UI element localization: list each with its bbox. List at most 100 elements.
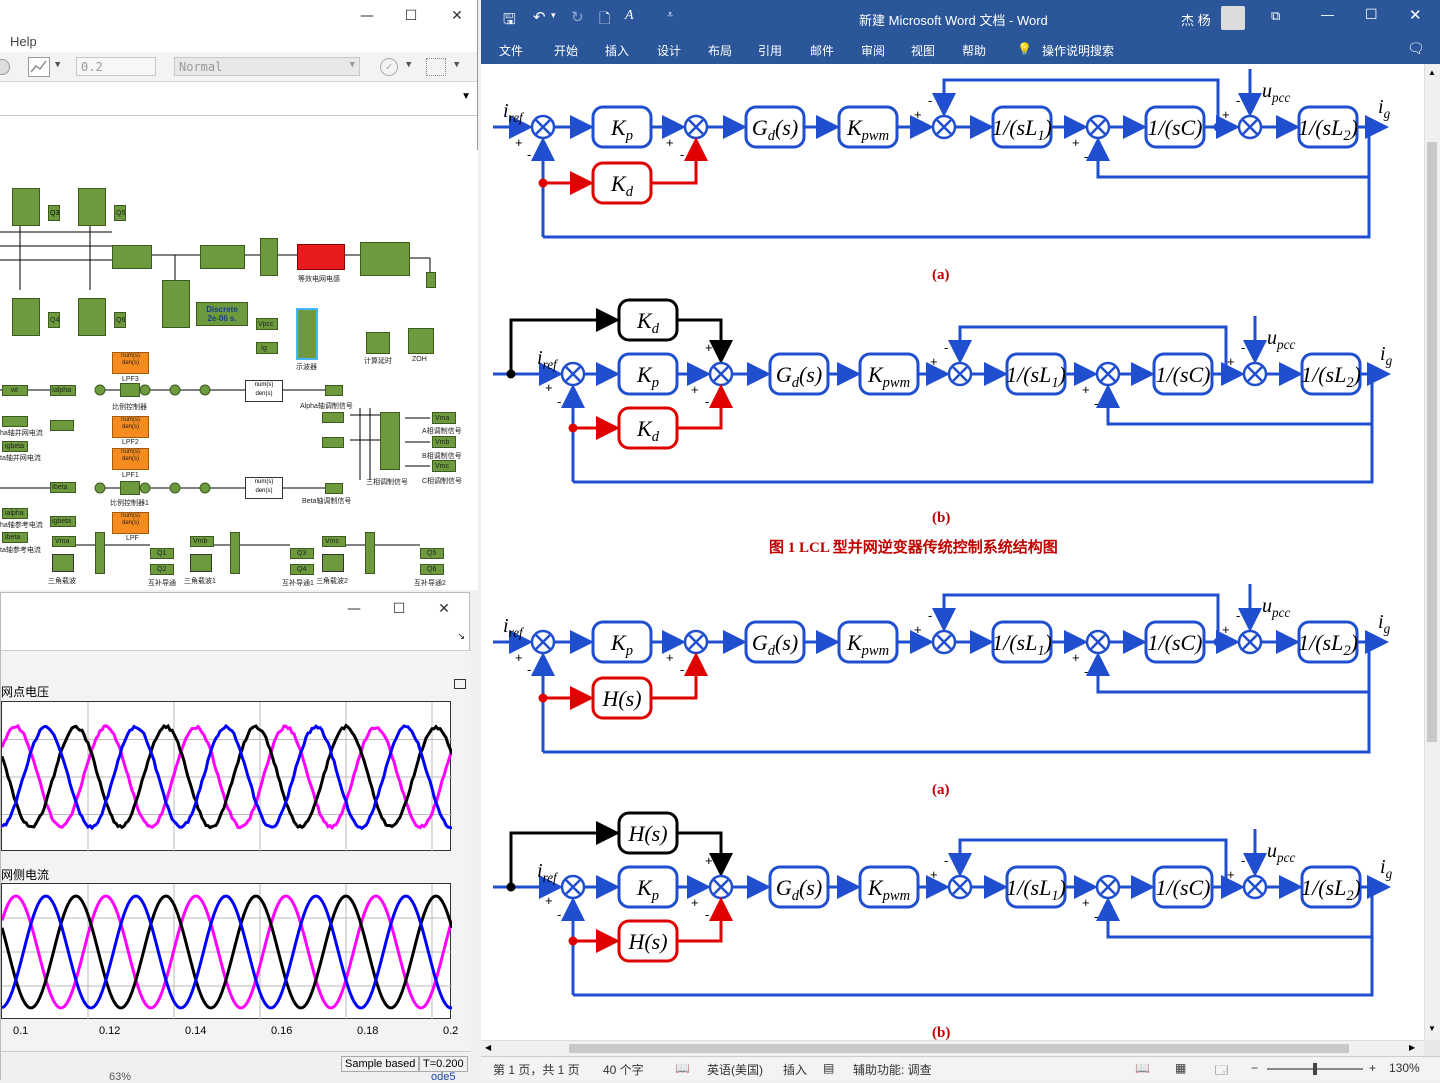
ialpha-from[interactable]: Ialpha bbox=[50, 385, 76, 396]
zoh-block[interactable] bbox=[408, 328, 434, 354]
q6-tag[interactable]: Q6 bbox=[114, 312, 126, 328]
format-icon[interactable]: A bbox=[625, 8, 634, 24]
zoom-slider-thumb[interactable] bbox=[1313, 1063, 1317, 1075]
q4-goto[interactable]: Q4 bbox=[290, 564, 314, 575]
tab-layout[interactable]: 布局 bbox=[708, 42, 732, 59]
expand-icon[interactable]: ↘ bbox=[457, 631, 465, 642]
triangle-carrier-1[interactable] bbox=[190, 554, 212, 572]
language-status[interactable]: 英语(美国) bbox=[707, 1061, 763, 1078]
relational-2[interactable] bbox=[230, 532, 240, 574]
tab-insert[interactable]: 插入 bbox=[605, 42, 629, 59]
meter-block[interactable] bbox=[260, 238, 278, 276]
tab-mailings[interactable]: 邮件 bbox=[810, 42, 834, 59]
zoom-level[interactable]: 130% bbox=[1389, 1061, 1420, 1075]
from-t-2[interactable] bbox=[50, 420, 74, 431]
scroll-up-icon[interactable]: ▲ bbox=[1428, 68, 1436, 77]
scope-minimize-button[interactable]: — bbox=[339, 597, 369, 621]
check-icon[interactable]: ✓ bbox=[380, 58, 398, 76]
current-plot[interactable] bbox=[1, 883, 451, 1019]
tab-references[interactable]: 引用 bbox=[758, 42, 782, 59]
maximize-button[interactable]: ☐ bbox=[396, 4, 426, 28]
menu-help[interactable]: Help bbox=[10, 34, 37, 49]
p-controller-1[interactable] bbox=[120, 481, 140, 495]
zoom-out-button[interactable]: − bbox=[1251, 1061, 1258, 1075]
ribbon-display-icon[interactable]: ⧉ bbox=[1271, 8, 1280, 24]
horizontal-scroll-thumb[interactable] bbox=[569, 1044, 1349, 1053]
igbt-q1[interactable] bbox=[12, 188, 40, 226]
chevron-down-icon-addr[interactable]: ▼ bbox=[461, 91, 471, 102]
dropdown-arrow-icon-2[interactable]: ▼ bbox=[406, 60, 411, 70]
word-minimize-button[interactable]: — bbox=[1321, 7, 1334, 22]
lightbulb-icon[interactable]: 💡 bbox=[1017, 42, 1032, 56]
macro-icon[interactable]: ▤ bbox=[823, 1061, 834, 1075]
undock-icon[interactable] bbox=[454, 679, 466, 689]
zoom-slider[interactable] bbox=[1267, 1068, 1363, 1070]
read-mode-icon[interactable]: 📖 bbox=[1135, 1061, 1150, 1075]
proofing-icon[interactable]: 📖 bbox=[675, 1061, 690, 1075]
tell-me-search[interactable]: 操作说明搜索 bbox=[1042, 42, 1114, 59]
triangle-carrier-2[interactable] bbox=[322, 554, 344, 572]
vmc-goto[interactable]: Vmc bbox=[432, 460, 456, 472]
vertical-scroll-thumb[interactable] bbox=[1427, 142, 1437, 742]
word-count[interactable]: 40 个字 bbox=[603, 1061, 644, 1078]
customize-qat-icon[interactable]: ⩡ bbox=[667, 9, 673, 22]
avatar[interactable] bbox=[1221, 6, 1245, 30]
delay-tf[interactable]: num(s)den(s) bbox=[245, 380, 283, 402]
document-page[interactable]: iref+-Kp+-KdGd(s)Kpwm+1/(sL1)+1/(sC)+-1/… bbox=[481, 64, 1424, 1040]
lpf1-block[interactable]: num(s)den(s) bbox=[112, 448, 149, 470]
delay-block[interactable] bbox=[366, 332, 390, 354]
ibeta-from[interactable]: Ibeta bbox=[50, 482, 76, 493]
new-doc-icon[interactable]: 🗋 bbox=[599, 8, 610, 32]
q6-goto[interactable]: Q6 bbox=[420, 564, 444, 575]
from-t-1[interactable] bbox=[2, 416, 28, 427]
vma-from[interactable]: Vma bbox=[52, 536, 76, 547]
scope-block[interactable] bbox=[296, 308, 318, 360]
save-icon[interactable]: 🖫 bbox=[503, 9, 516, 34]
tab-design[interactable]: 设计 bbox=[657, 42, 681, 59]
igbeta-from-2[interactable]: igbeta bbox=[50, 516, 76, 527]
scroll-down-icon[interactable]: ▼ bbox=[1428, 1024, 1436, 1033]
tab-review[interactable]: 审阅 bbox=[861, 42, 885, 59]
page-count[interactable]: 第 1 页，共 1 页 bbox=[493, 1061, 580, 1078]
horizontal-scrollbar[interactable]: ◀ ▶ bbox=[481, 1040, 1424, 1056]
ibeta-ref-from[interactable]: ibeta bbox=[2, 532, 28, 543]
grid-source-block[interactable] bbox=[360, 242, 410, 276]
scope-close-button[interactable]: ✕ bbox=[429, 597, 459, 621]
p-controller[interactable] bbox=[120, 383, 140, 397]
undo-dropdown-icon[interactable]: ▾ bbox=[551, 10, 556, 21]
stop-time-input[interactable]: 0.2 bbox=[76, 57, 156, 76]
dropdown-arrow-icon[interactable]: ▼ bbox=[55, 60, 60, 70]
accessibility-status[interactable]: 辅助功能: 调查 bbox=[853, 1061, 932, 1078]
redo-icon[interactable]: ↻ bbox=[571, 8, 584, 26]
from-1[interactable] bbox=[322, 412, 344, 423]
zoom-in-button[interactable]: + bbox=[1369, 1061, 1376, 1075]
q5-goto[interactable]: Q5 bbox=[420, 548, 444, 559]
powergui-block[interactable]: Discrete 2e-06 s. bbox=[196, 302, 248, 326]
vmb-from[interactable]: Vmb bbox=[190, 536, 214, 547]
minimize-button[interactable]: — bbox=[352, 4, 382, 28]
wt-from[interactable]: wt bbox=[2, 385, 28, 396]
igbt-q6[interactable] bbox=[78, 298, 106, 336]
vpcc-goto[interactable]: Vpcc bbox=[256, 318, 278, 330]
model-browser-bar[interactable]: ▼ bbox=[0, 82, 477, 116]
simulink-canvas[interactable]: Q3 Q5 Q4 Q6 等效电网电感 Discrete 2e-06 s. Vpc… bbox=[0, 150, 478, 590]
voltage-plot[interactable] bbox=[1, 701, 451, 851]
igbeta-from[interactable]: igbeta bbox=[2, 441, 28, 452]
vmb-goto[interactable]: Vmb bbox=[432, 436, 456, 448]
vma-goto[interactable]: Vma bbox=[432, 412, 456, 424]
grid-inductance-block[interactable] bbox=[297, 244, 345, 270]
inductor-l2[interactable] bbox=[200, 245, 245, 269]
ground-block[interactable] bbox=[426, 272, 436, 288]
q3-tag[interactable]: Q3 bbox=[48, 205, 60, 221]
relational-1[interactable] bbox=[95, 532, 105, 574]
ialpha-ref-from[interactable]: ialpha bbox=[2, 508, 28, 519]
word-close-button[interactable]: ✕ bbox=[1409, 6, 1422, 24]
igbt-q4[interactable] bbox=[12, 298, 40, 336]
tab-home[interactable]: 开始 bbox=[554, 42, 578, 59]
scroll-right-icon[interactable]: ▶ bbox=[1409, 1043, 1415, 1052]
undo-icon[interactable]: ↶ bbox=[533, 8, 546, 26]
web-layout-icon[interactable]: 🗔 bbox=[1215, 1061, 1228, 1082]
capacitor-block[interactable] bbox=[162, 280, 190, 328]
word-maximize-button[interactable]: ☐ bbox=[1365, 6, 1378, 23]
ig-goto[interactable]: Ig bbox=[256, 342, 278, 354]
